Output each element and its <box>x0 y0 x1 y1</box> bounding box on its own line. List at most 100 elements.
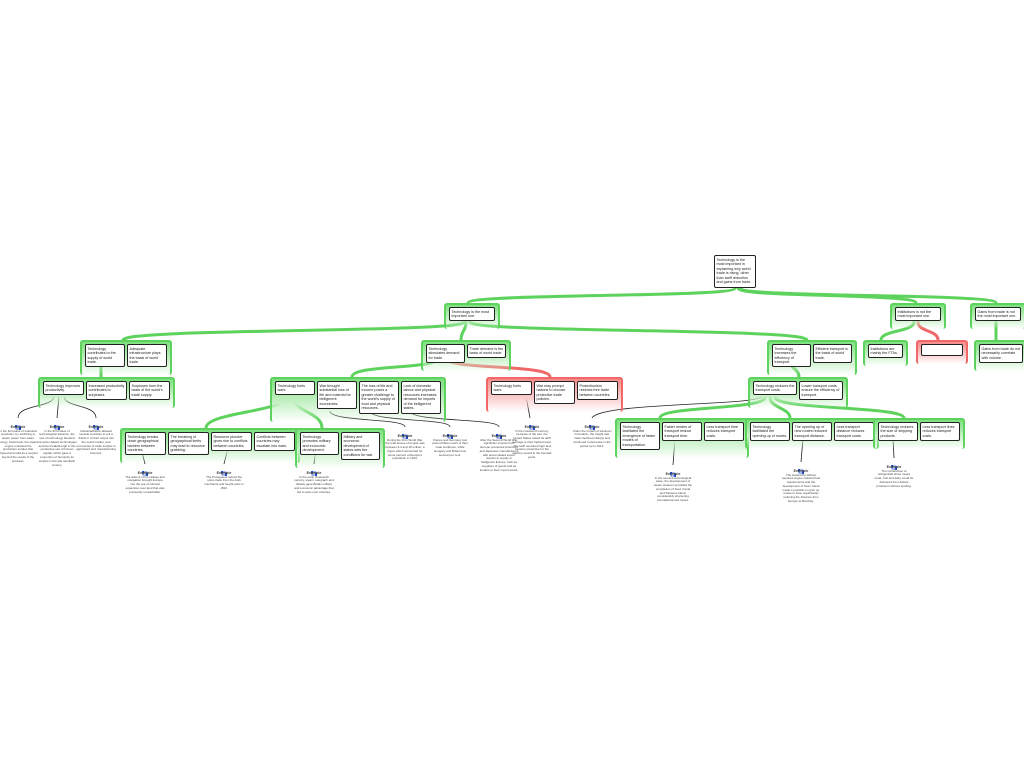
example-text: In the third wave of technological advan… <box>37 428 77 467</box>
reason-group[interactable]: Technology facilitated the opening up of… <box>745 418 879 449</box>
claim-box[interactable] <box>921 344 963 356</box>
example-text: After the Second World War, significant … <box>479 437 519 472</box>
example-label: Example <box>491 434 507 438</box>
example-label: Example <box>793 469 809 473</box>
main-claim-box[interactable]: Technology is the most important in expl… <box>714 255 756 288</box>
main-claim[interactable]: Technology is the most important in expl… <box>714 255 756 288</box>
example-icon <box>14 418 22 430</box>
claim-box[interactable]: Technology stimulates demand for trade. <box>426 344 465 363</box>
claim-box[interactable]: Technology facilitated the opening up of… <box>750 422 790 441</box>
claim-box[interactable]: Technology breaks down geographical barr… <box>125 432 166 456</box>
claim-box[interactable]: Technology fuels wars. <box>275 381 315 396</box>
example-text: In the nineteenth century, because of th… <box>512 428 552 460</box>
claim-box[interactable]: Gains from trade do not necessarily corr… <box>979 344 1023 363</box>
premise-box[interactable]: Less transport time reduces transport co… <box>704 422 744 441</box>
premise-box[interactable]: Trade demand is the basis of world trade… <box>467 344 506 359</box>
premise-box[interactable]: Conflicts between countries may escalate… <box>254 432 295 451</box>
reason-group[interactable]: Technology reduces the transport costs.L… <box>748 377 848 408</box>
reason-group[interactable]: Gains from trade is not the most importa… <box>970 303 1024 330</box>
premise-box[interactable]: Adequate infrastructure plays the basis … <box>127 344 167 368</box>
claim-box[interactable]: Technology reduces the transport costs. <box>753 381 797 396</box>
reason-group[interactable]: Technology facilitated the emergence of … <box>615 418 749 458</box>
reason-group[interactable]: Technology fuels wars.War brought substa… <box>270 377 446 422</box>
claim-box[interactable]: Technology increases the efficiency of t… <box>772 344 811 368</box>
example-icon <box>495 427 503 439</box>
reason-group[interactable]: Technology increases the efficiency of t… <box>767 340 857 376</box>
premise-box[interactable]: Protectionism restricts free trade betwe… <box>577 381 618 400</box>
reason-group[interactable]: Institutions is not the most important o… <box>890 303 946 330</box>
premise-box[interactable]: Efficient transport is the basis of worl… <box>813 344 852 363</box>
claim-box[interactable]: Technology is the most important one. <box>449 307 495 322</box>
example-icon <box>401 427 409 439</box>
claim-box[interactable]: Technology contributes to the supply of … <box>85 344 125 368</box>
premise-box[interactable]: Faster modes of transport reduce transpo… <box>662 422 702 441</box>
claim-box[interactable]: Technology improves productivity. <box>43 381 84 396</box>
reason-group[interactable]: Technology is the most important one. <box>444 303 500 330</box>
premise-box[interactable]: Surpluses form the basis of the world's … <box>129 381 170 400</box>
example-label: Example <box>49 425 65 429</box>
premise-box[interactable]: The breaking of geographical limits may … <box>168 432 209 456</box>
example-icon <box>669 465 677 477</box>
reason-group[interactable]: Technology promotes military and economi… <box>295 428 385 468</box>
reason-group[interactable]: Gains from trade do not necessarily corr… <box>974 340 1024 371</box>
example-label: Example <box>524 425 540 429</box>
claim-box[interactable]: Institutions is not the most important o… <box>895 307 941 322</box>
reason-group[interactable]: Technology reduces the size of shipping … <box>873 418 965 449</box>
claim-box[interactable]: Technology promotes military and economi… <box>300 432 339 456</box>
claim-box[interactable]: Gains from trade is not the most importa… <box>975 307 1021 322</box>
example-text: In the early nineteenth century, steam, … <box>294 474 334 494</box>
example-text: The steamship without required engine re… <box>781 472 821 504</box>
example-text: France and Germany lost around fifteen e… <box>432 437 468 457</box>
reason-group[interactable]: Technology improves productivity.Increas… <box>38 377 175 408</box>
objection-group[interactable] <box>916 340 968 364</box>
premise-box[interactable]: Military and economic development of sta… <box>341 432 380 460</box>
premise-box[interactable]: Lower transport costs ensure the efficie… <box>799 381 843 400</box>
example-label: Example <box>306 471 322 475</box>
example-label: Example <box>88 425 104 429</box>
example-text: The introduction of refrigerated ships m… <box>874 468 914 488</box>
objection-group[interactable]: Technology fuels wars.War may prompt nat… <box>486 377 623 413</box>
reason-group[interactable]: Technology breaks down geographical barr… <box>120 428 300 464</box>
claim-box[interactable]: Institutions are mainly the FTAs. <box>868 344 903 359</box>
premise-box[interactable]: Less transport distance reduces transpor… <box>834 422 874 441</box>
premise-box[interactable]: War brought substantial loss of life and… <box>317 381 357 409</box>
premise-box[interactable]: Increased productivity contributes to su… <box>86 381 127 400</box>
premise-box[interactable]: War may prompt nations to choose protect… <box>534 381 575 405</box>
premise-box[interactable]: Lack of domestic labour and physical res… <box>401 381 441 414</box>
premise-box[interactable]: The opening up of new routes reduced tra… <box>792 422 832 441</box>
example-label: Example <box>10 425 26 429</box>
claim-box[interactable]: Technology fuels wars. <box>491 381 532 396</box>
reason-group[interactable]: Institutions are mainly the FTAs. <box>863 340 908 367</box>
reason-group[interactable]: Technology contributes to the supply of … <box>80 340 172 376</box>
example-label: Example <box>665 472 681 476</box>
example-text: Industrialization allowed several countr… <box>76 428 116 456</box>
premise-box[interactable]: Less transport lines reduces transport c… <box>920 422 960 441</box>
premise-box[interactable]: The loss of life and income poses a grea… <box>359 381 399 414</box>
example-text: The Portuguese seized the spice trade fr… <box>204 474 244 490</box>
claim-box[interactable]: Technology facilitated the emergence of … <box>620 422 660 450</box>
example-label: Example <box>397 434 413 438</box>
example-label: Example <box>137 471 153 475</box>
example-icon <box>588 418 596 430</box>
premise-box[interactable]: Resource plunder gives rise to conflicts… <box>211 432 252 451</box>
reason-group[interactable]: Technology stimulates demand for trade.T… <box>421 340 511 371</box>
claim-box[interactable]: Technology reduces the size of shipping … <box>878 422 918 441</box>
example-text: The advent of the railway and navigation… <box>125 474 165 494</box>
example-icon <box>141 464 149 476</box>
example-icon <box>797 462 805 474</box>
example-icon <box>53 418 61 430</box>
